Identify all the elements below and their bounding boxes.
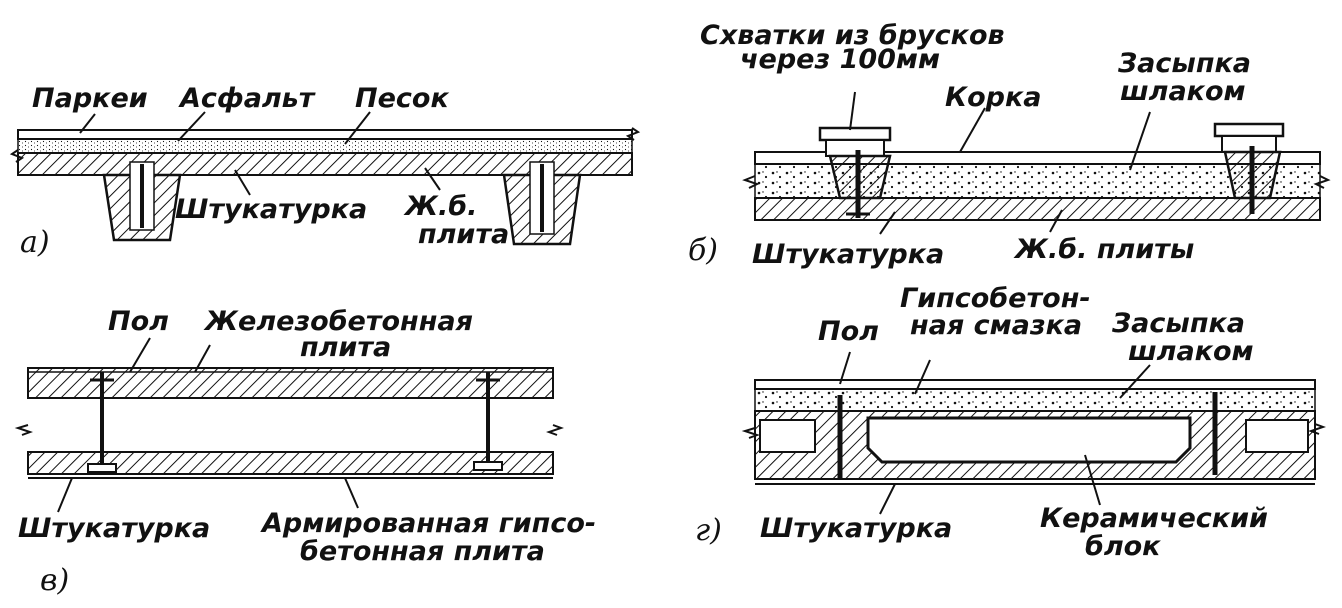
- section-marker-b: б): [688, 233, 718, 268]
- label-slag-d-2: шлаком: [1128, 336, 1254, 367]
- label-ceramic-1: Керамический: [1040, 503, 1268, 534]
- tie-left: [818, 126, 892, 142]
- label-floor-d: Пол: [818, 316, 879, 347]
- label-plaster-b: Штукатурка: [752, 239, 944, 270]
- diagram-c: Пол Железобетонная плита Штукатурка Арми…: [14, 306, 596, 598]
- label-gypsum-2: бетонная плита: [300, 536, 545, 567]
- parquet-layer: [17, 129, 633, 140]
- label-ties-2: через 100мм: [740, 44, 940, 75]
- floor-layer-d: [754, 379, 1316, 390]
- label-plaster-a: Штукатурка: [175, 194, 367, 225]
- diagram-d: Пол Гипсобетон- ная смазка Засыпка шлако…: [695, 283, 1326, 562]
- label-plaster-d: Штукатурка: [760, 513, 952, 544]
- label-floor-c: Пол: [108, 306, 169, 337]
- diagram-a: Паркеи Асфальт Песок Штукатурка Ж.б. пли…: [9, 83, 641, 260]
- label-ceramic-2: блок: [1085, 531, 1161, 562]
- section-marker-d: г): [695, 513, 722, 548]
- asphalt-sand-layer: [17, 138, 633, 154]
- label-rc-2: плита: [300, 332, 391, 363]
- label-gypsum-d-1: Гипсобетон-: [900, 283, 1091, 314]
- label-plaster-c: Штукатурка: [18, 513, 210, 544]
- label-slag-d-1: Засыпка: [1111, 308, 1245, 339]
- label-rc-slab-1: Ж.б.: [403, 191, 477, 222]
- label-gypsum-1: Армированная гипсо-: [260, 508, 596, 539]
- label-rc-slab-2: плита: [418, 219, 509, 250]
- label-slag-1: Засыпка: [1117, 48, 1251, 79]
- bottom-gypsum-slab: [27, 451, 554, 475]
- diagram-b: Схватки из брусков через 100мм Корка Зас…: [688, 20, 1331, 270]
- label-parquet: Паркеи: [32, 83, 148, 114]
- section-marker-a: а): [20, 225, 50, 260]
- tie-right: [1213, 122, 1285, 138]
- label-crust: Корка: [945, 82, 1042, 113]
- ceramic-block: [866, 416, 1192, 464]
- rc-slabs: [754, 197, 1321, 221]
- label-gypsum-d-2: ная смазка: [910, 310, 1082, 341]
- rc-slab: [17, 152, 633, 176]
- label-asphalt: Асфальт: [178, 83, 316, 114]
- label-slag-2: шлаком: [1120, 76, 1246, 107]
- label-ties-1: Схватки из брусков: [700, 20, 1005, 51]
- section-marker-c: в): [40, 563, 69, 598]
- label-rc-1: Железобетонная: [203, 306, 473, 337]
- top-rc-slab: [27, 367, 554, 399]
- label-sand: Песок: [355, 83, 449, 114]
- label-rc-slabs: Ж.б. плиты: [1013, 234, 1194, 265]
